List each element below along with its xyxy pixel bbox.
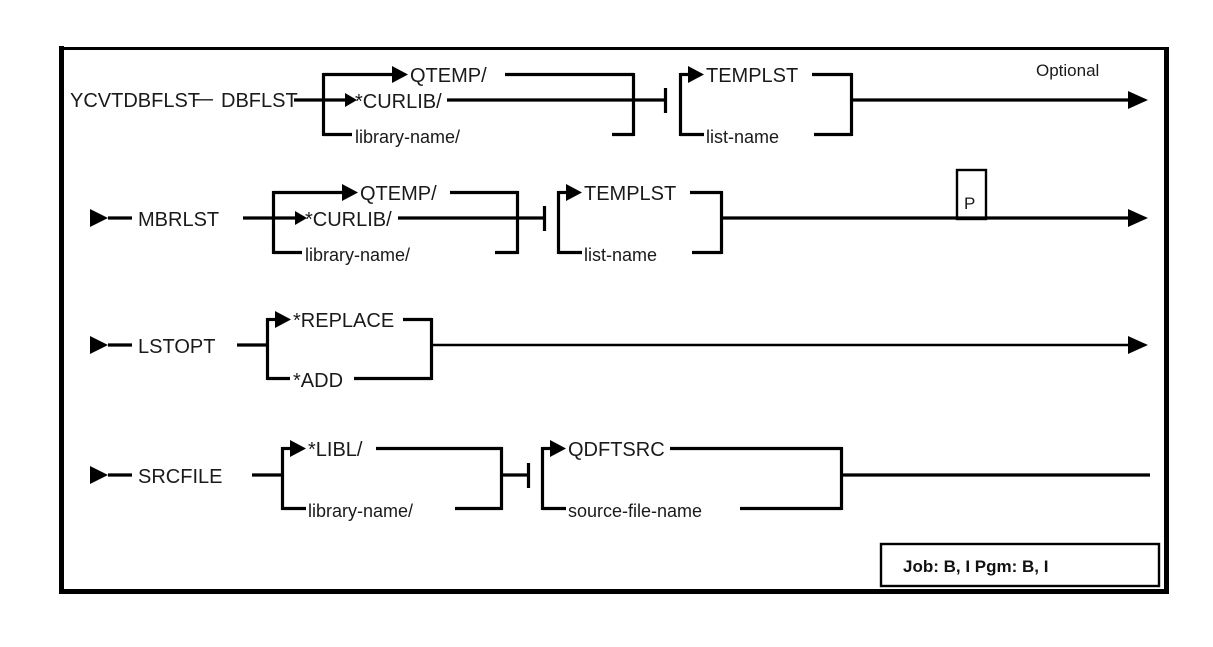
row-end-arrow-dbflst [1128, 91, 1148, 109]
group-dbflst-list: TEMPLST list-name [678, 65, 854, 147]
row-end-arrow-mbrlst [1128, 209, 1148, 227]
optional-note-label: Optional [1036, 61, 1099, 80]
command-name-label: YCVTDBFLST [70, 90, 200, 112]
keyword-dbflst-label: DBFLST [221, 90, 298, 112]
keyword-mbrlst-label: MBRLST [138, 209, 219, 231]
group-mbrlst-library: QTEMP/ *CURLIB/ library-name/ [271, 183, 520, 265]
row-lstopt: LSTOPT *REPLACE *ADD [90, 310, 1148, 392]
keyword-srcfile-label: SRCFILE [138, 466, 222, 488]
option-qdftsrc-srcfile: QDFTSRC [568, 439, 665, 461]
row-mbrlst: MBRLST QTEMP/ *CURLIB/ library-name/ [90, 168, 1148, 265]
group-dbflst-library: QTEMP/ *CURLIB/ library-name/ [321, 65, 636, 147]
group-lstopt-mode: *REPLACE *ADD [265, 310, 434, 392]
row-start-arrow-srcfile [90, 466, 108, 484]
option-templst-dbflst: TEMPLST [706, 65, 798, 87]
group-srcfile-library: *LIBL/ library-name/ [280, 439, 504, 521]
option-curlib-dbflst: *CURLIB/ [355, 91, 442, 113]
option-qtemp-dbflst: QTEMP/ [410, 65, 487, 87]
option-list-name-mbrlst: list-name [584, 245, 657, 265]
option-templst-mbrlst: TEMPLST [584, 183, 676, 205]
group-srcfile-file: QDFTSRC source-file-name [540, 439, 844, 521]
group-mbrlst-list: TEMPLST list-name [556, 183, 724, 265]
option-library-name-srcfile: library-name/ [308, 501, 413, 521]
p-marker-label: P [964, 194, 975, 213]
em-dash-separator: — [193, 88, 213, 110]
option-replace-lstopt: *REPLACE [293, 310, 394, 332]
option-add-lstopt: *ADD [293, 370, 343, 392]
diagram-outer-frame [59, 46, 1169, 594]
p-marker-box: P [955, 168, 988, 221]
job-pgm-box: Job: B, I Pgm: B, I [879, 542, 1161, 588]
option-list-name-dbflst: list-name [706, 127, 779, 147]
option-curlib-mbrlst: *CURLIB/ [305, 209, 392, 231]
option-library-name-dbflst: library-name/ [355, 127, 460, 147]
row-start-arrow-mbrlst [90, 209, 108, 227]
row-dbflst: YCVTDBFLST — DBFLST QTEMP/ *CURLI [70, 61, 1148, 147]
row-start-arrow-lstopt [90, 336, 108, 354]
row-srcfile: SRCFILE *LIBL/ library-name/ [90, 439, 1150, 521]
row-end-arrow-lstopt [1128, 336, 1148, 354]
option-library-name-mbrlst: library-name/ [305, 245, 410, 265]
option-libl-srcfile: *LIBL/ [308, 439, 363, 461]
job-pgm-label: Job: B, I Pgm: B, I [903, 557, 1048, 576]
option-source-file-name-srcfile: source-file-name [568, 501, 702, 521]
option-qtemp-mbrlst: QTEMP/ [360, 183, 437, 205]
keyword-lstopt-label: LSTOPT [138, 336, 215, 358]
